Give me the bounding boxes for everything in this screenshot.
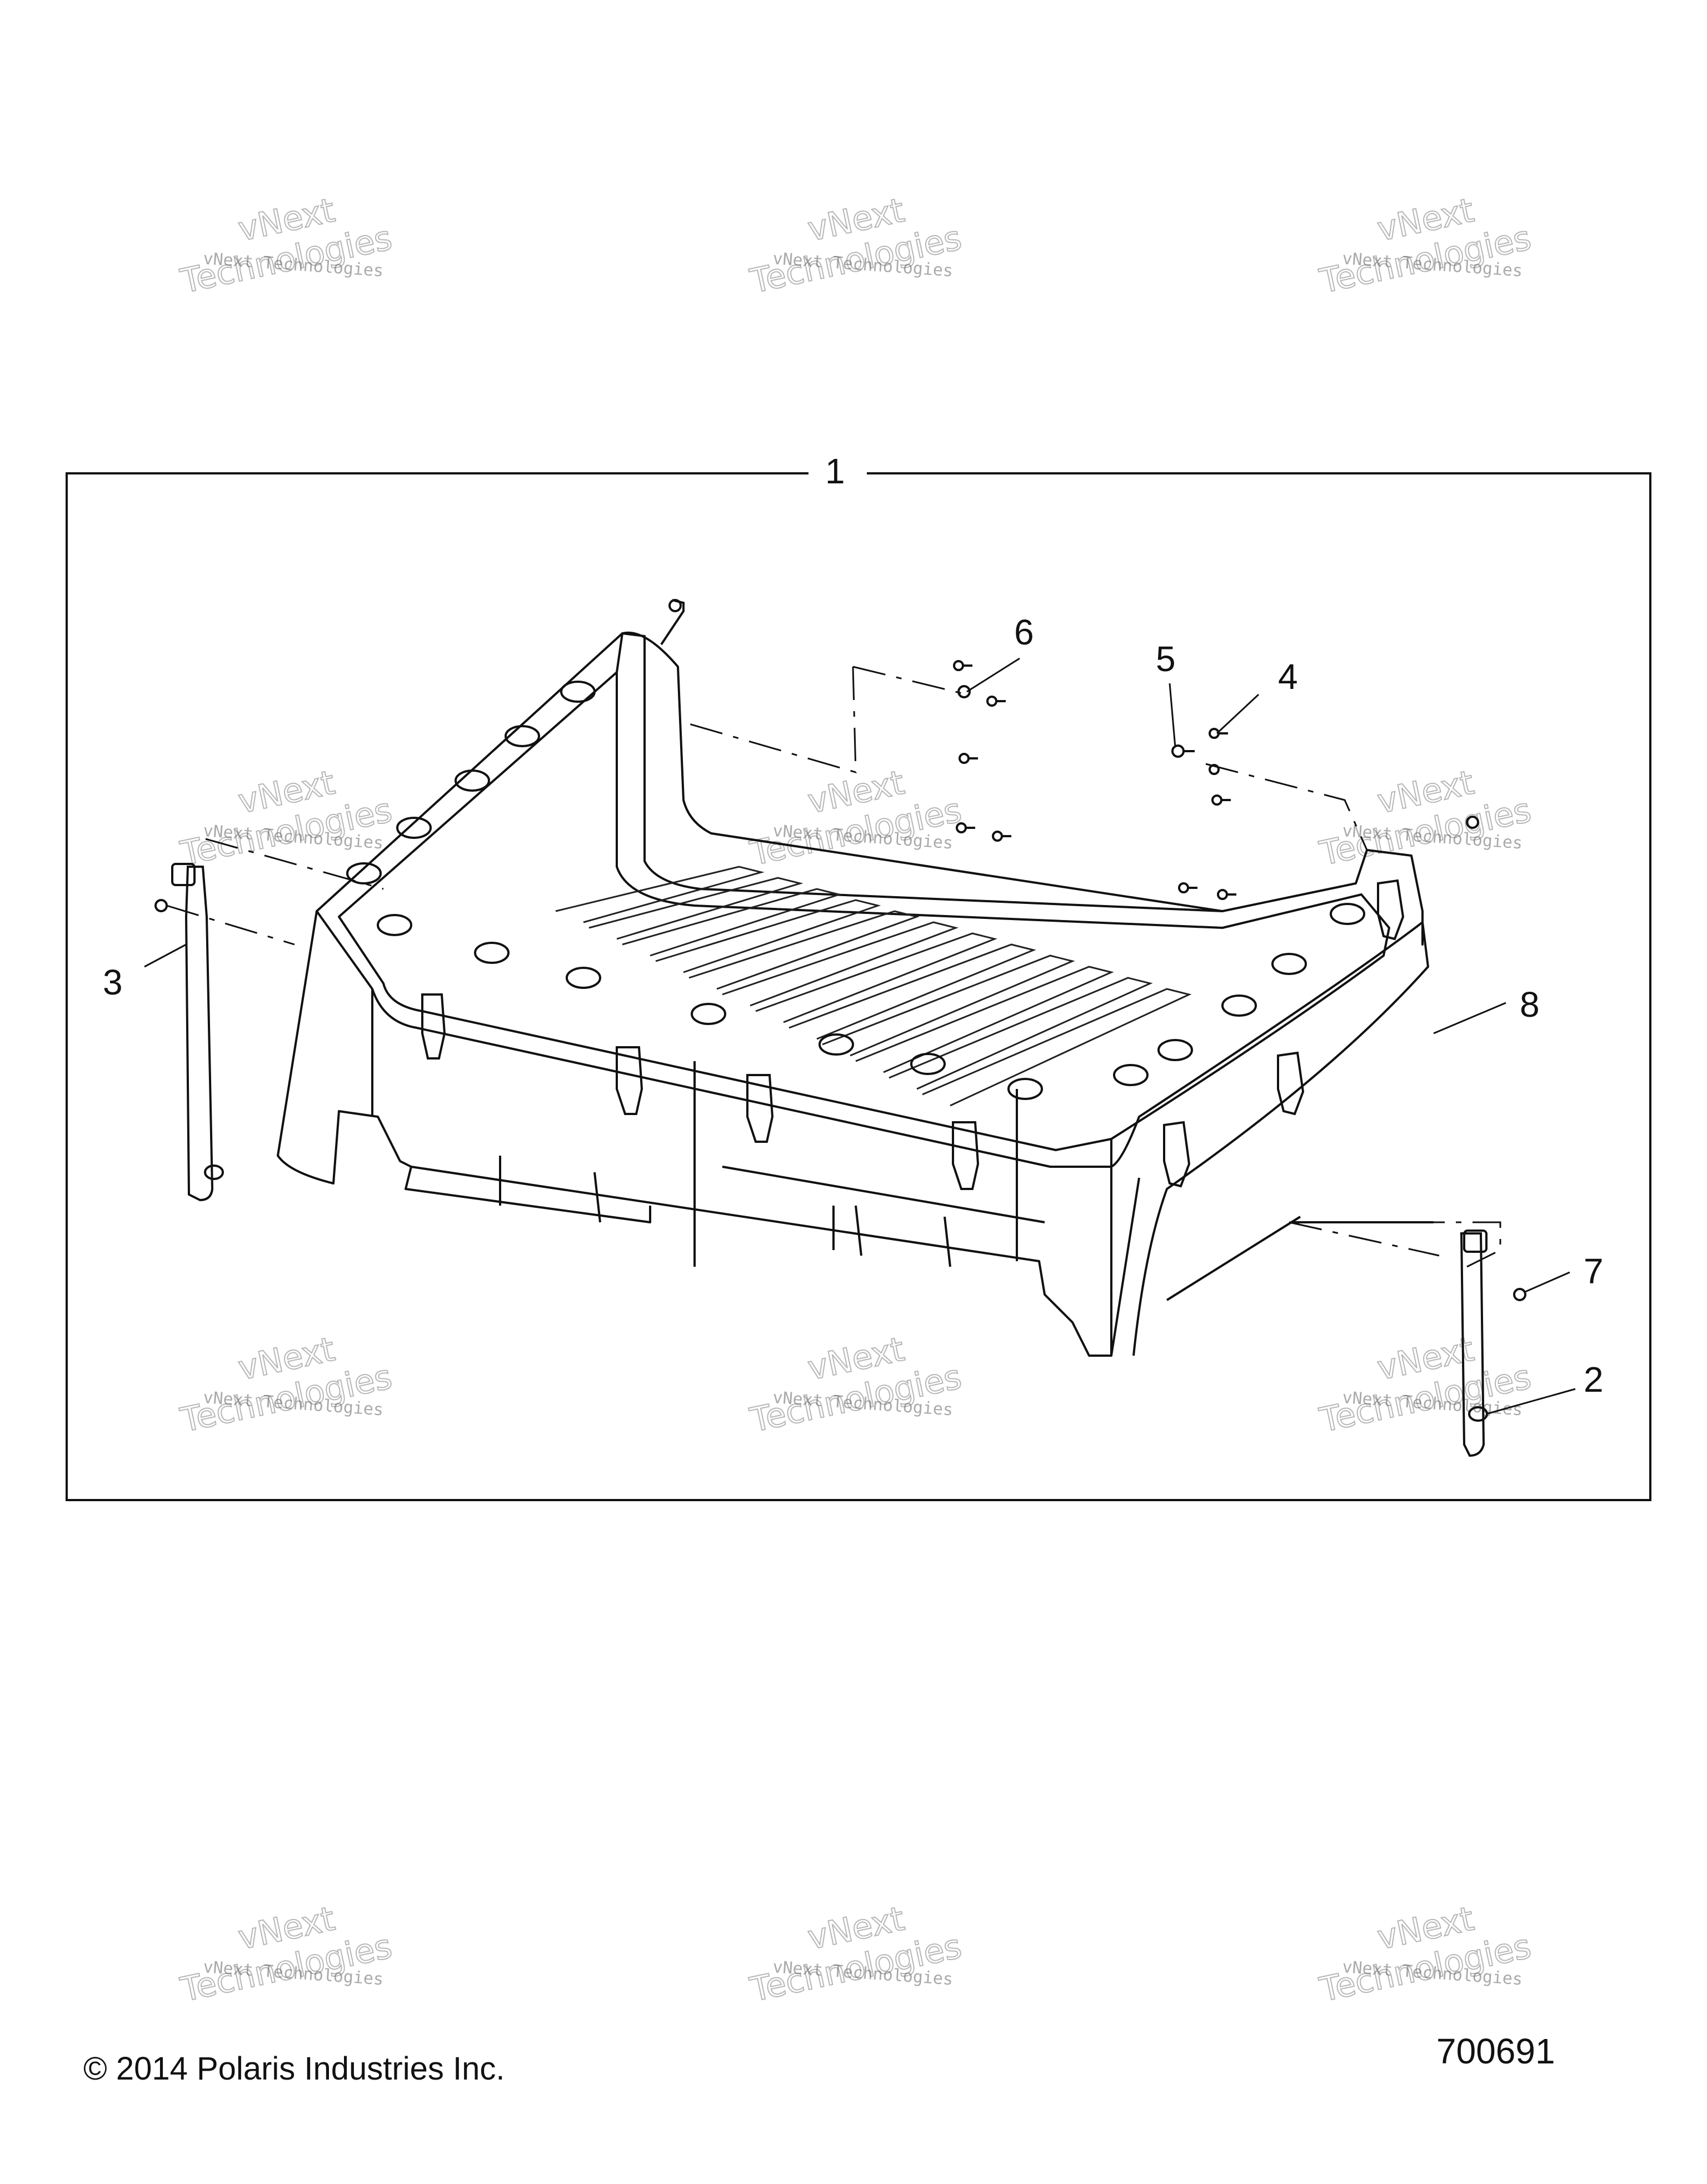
fasteners bbox=[660, 599, 1479, 900]
callout-7: 7 bbox=[1584, 1251, 1604, 1291]
stake-pockets bbox=[346, 681, 1365, 1100]
left-bracket bbox=[154, 863, 224, 1202]
cargo-box bbox=[277, 631, 1434, 1357]
drawing-number: 700691 bbox=[1436, 2031, 1555, 2071]
right-bracket bbox=[1460, 1230, 1526, 1457]
leader-lines bbox=[144, 657, 1576, 1415]
callout-4: 4 bbox=[1278, 657, 1298, 697]
copyright-notice: © 2014 Polaris Industries Inc. bbox=[83, 2051, 505, 2087]
callout-8: 8 bbox=[1520, 984, 1540, 1024]
watermark-group: vNext Technologies vNext Technologies vN… bbox=[177, 191, 1535, 2011]
assembly-lines bbox=[166, 666, 1501, 1268]
callout-3: 3 bbox=[103, 962, 123, 1002]
cargo-floor-ribs bbox=[555, 866, 1192, 1107]
nut-icon bbox=[1513, 1288, 1526, 1301]
nut-icon bbox=[154, 899, 168, 912]
assembly-frame bbox=[66, 472, 1651, 1501]
tie-down-hooks bbox=[421, 879, 1405, 1190]
callout-2: 2 bbox=[1584, 1360, 1604, 1400]
callout-5: 5 bbox=[1156, 639, 1176, 679]
callout-6: 6 bbox=[1014, 612, 1034, 652]
callout-1: 1 bbox=[825, 451, 845, 491]
rivet-group-6 bbox=[953, 660, 1011, 842]
rivet-group-45 bbox=[1171, 728, 1479, 900]
